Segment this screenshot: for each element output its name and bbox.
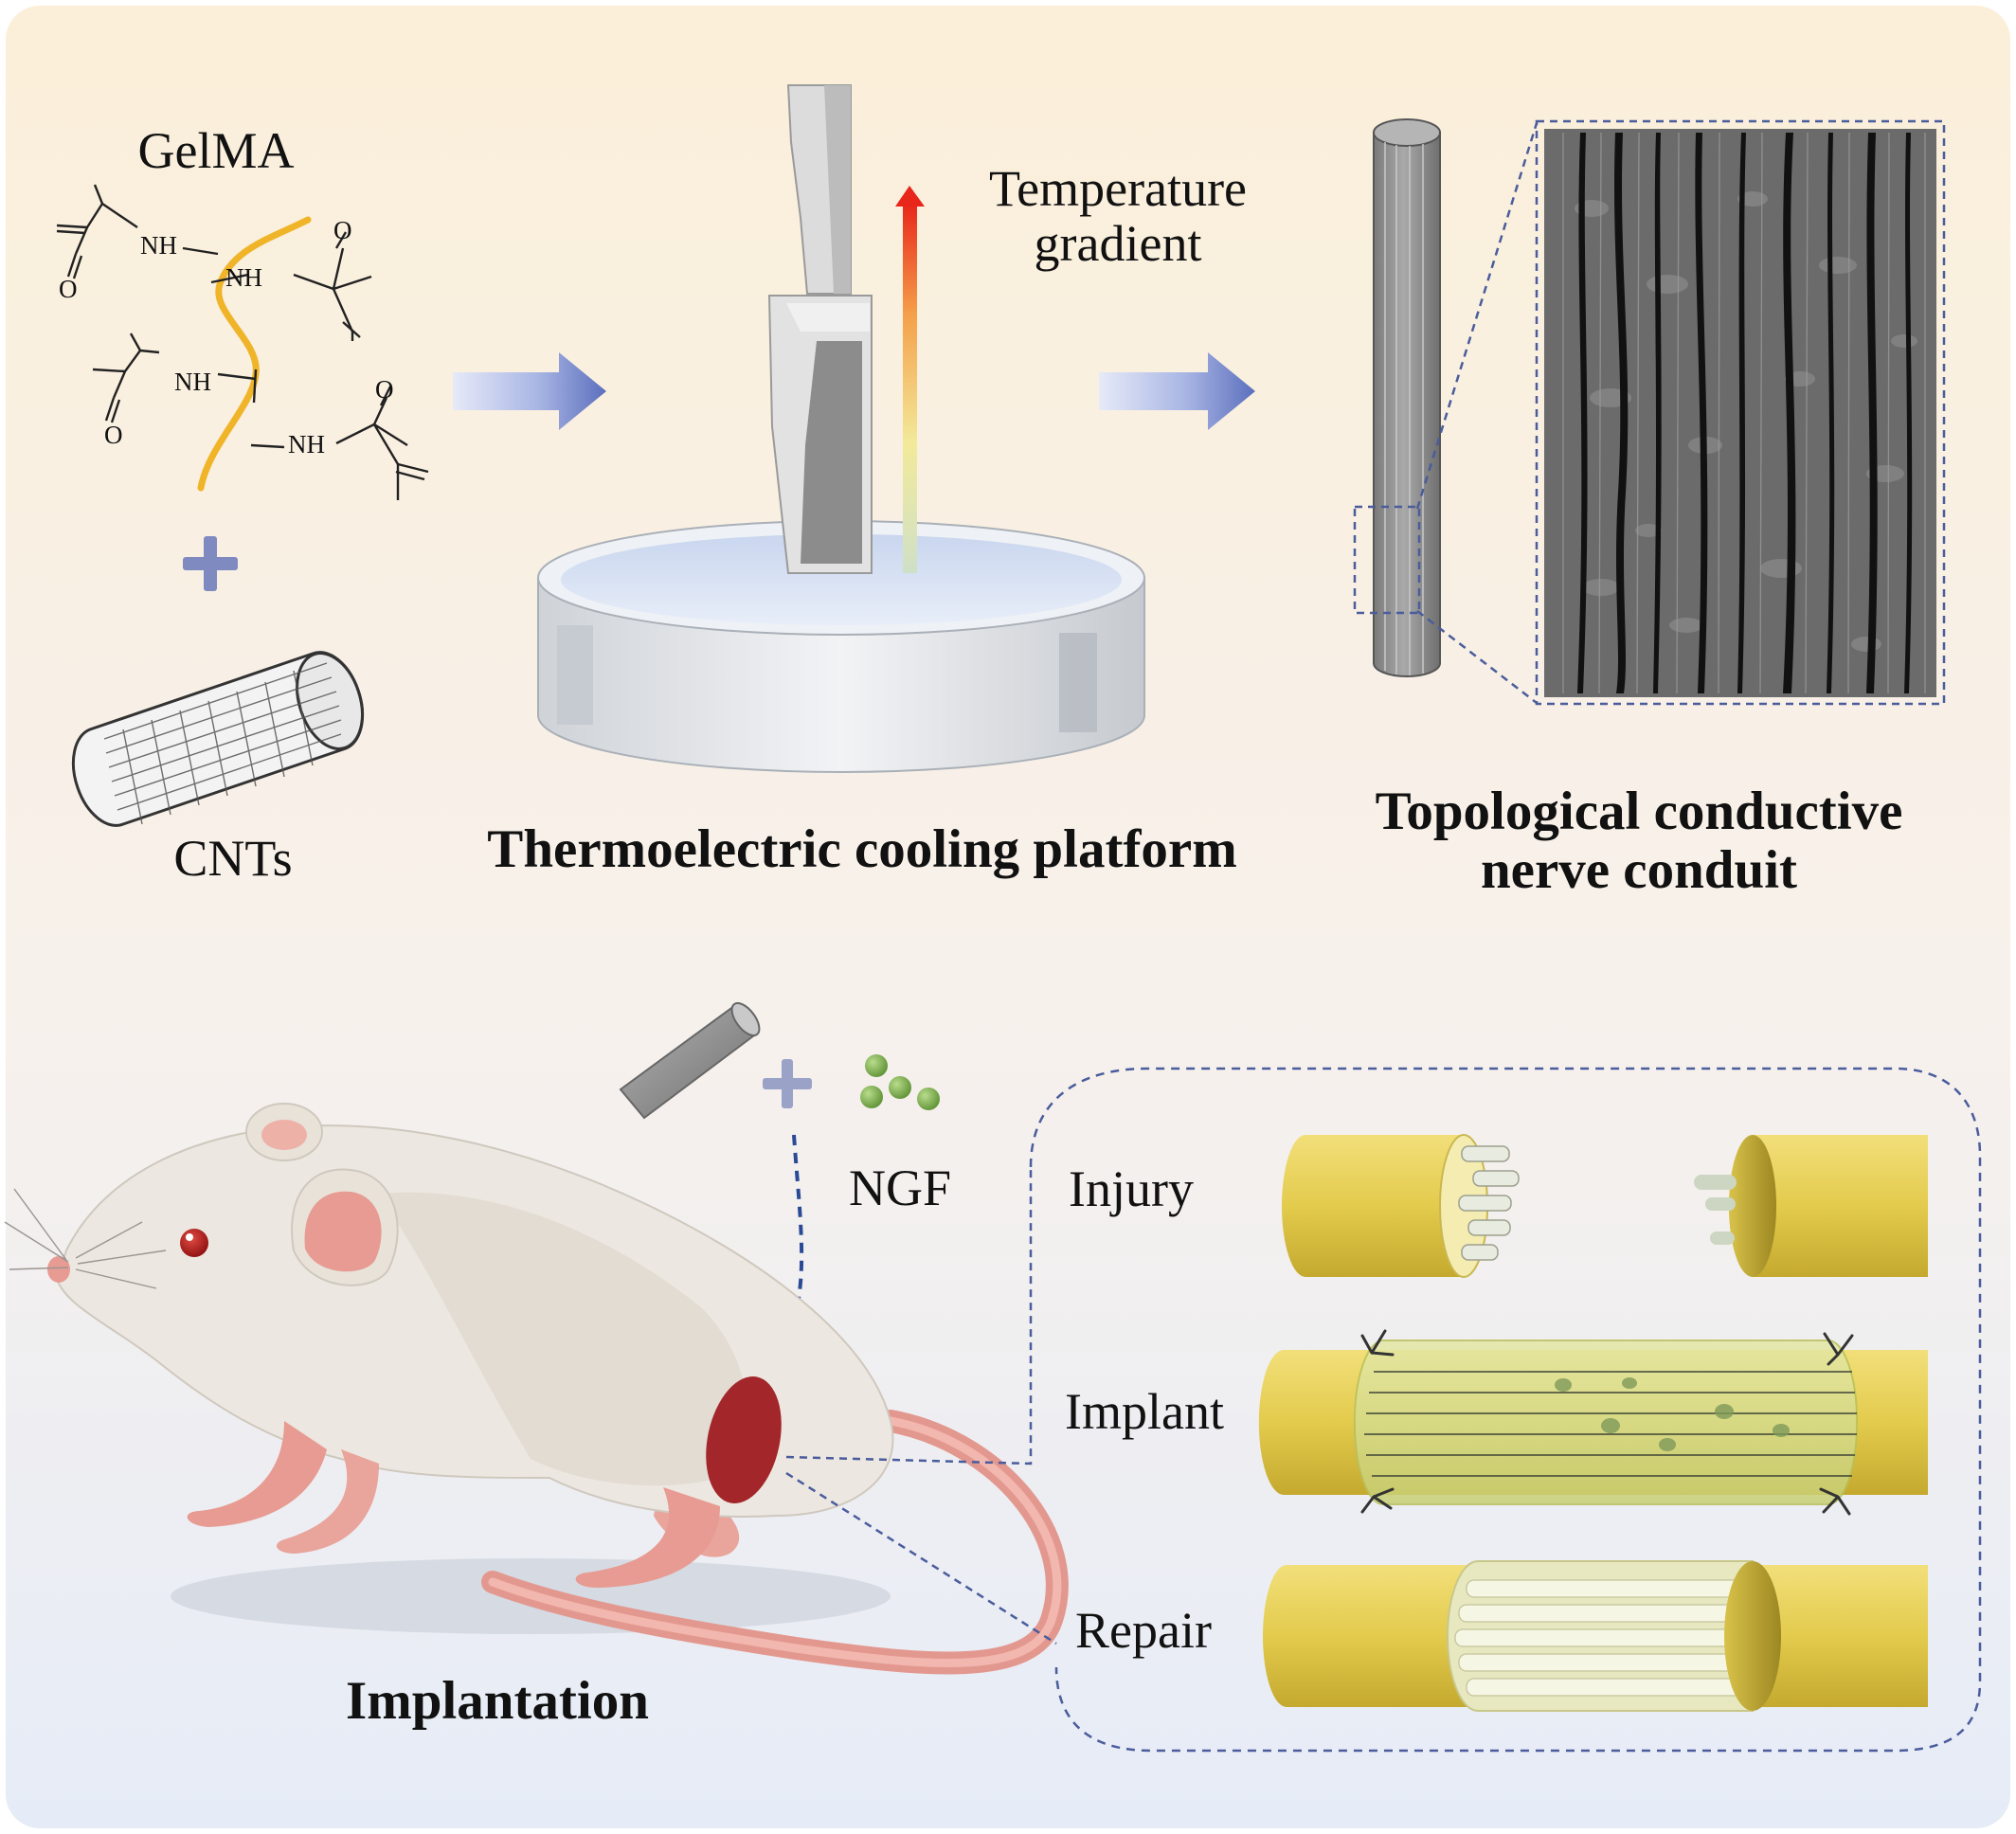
arrow-right-icon-2	[1099, 352, 1255, 430]
platform-title: Thermoelectric cooling platform	[487, 819, 1237, 879]
implantation-title: Implantation	[346, 1671, 649, 1731]
temperature-gradient-label: Temperature gradient	[957, 161, 1279, 272]
conduit-column	[1353, 118, 1539, 704]
conduit-title-line2: nerve conduit	[1480, 839, 1798, 900]
o-label-4: O	[375, 375, 394, 404]
nh-label-2: NH	[225, 263, 262, 292]
injection-arrow	[770, 1134, 804, 1368]
arrow-right-icon	[453, 352, 606, 430]
implant-label: Implant	[1065, 1383, 1224, 1440]
ngf-particles	[860, 1054, 940, 1110]
repair-label: Repair	[1075, 1602, 1212, 1659]
mouse-illustration	[4, 1103, 1069, 1675]
o-label-1: O	[59, 275, 78, 303]
chem-atom-labels: NH NH NH NH O O O O	[59, 216, 394, 458]
implant-rod	[619, 1001, 761, 1120]
ngf-label: NGF	[849, 1160, 952, 1216]
cnts-label: CNTs	[173, 830, 293, 887]
polymer-chain	[197, 216, 312, 492]
wound-site	[706, 1376, 782, 1503]
implant-nerve	[1258, 1329, 1928, 1516]
gelma-structure	[56, 184, 429, 500]
plus-icon	[183, 536, 238, 591]
cooling-platform	[537, 84, 1145, 773]
nh-label-3: NH	[174, 368, 211, 396]
o-label-2: O	[333, 216, 352, 244]
nerve-panel-border	[1029, 1067, 1982, 1753]
conduit-title: Topological conductive nerve conduit	[1298, 782, 1980, 899]
o-label-3: O	[104, 421, 123, 449]
repair-nerve	[1263, 1560, 1928, 1712]
temperature-gradient-line1: Temperature	[988, 160, 1248, 217]
injury-nerve	[1282, 1134, 1928, 1278]
gelma-label: GelMA	[137, 122, 295, 179]
nh-label-1: NH	[140, 231, 177, 260]
cnt-illustration	[71, 651, 365, 827]
nh-label-4: NH	[288, 430, 325, 458]
injury-label: Injury	[1069, 1160, 1194, 1217]
zoom-line-bottom	[785, 1471, 1057, 1645]
conduit-title-line1: Topological conductive	[1375, 782, 1903, 841]
zoom-line-top	[785, 1167, 1033, 1465]
temperature-gradient-line2: gradient	[1034, 215, 1202, 273]
plus-icon-2	[763, 1059, 812, 1108]
micrograph-inset	[1535, 119, 1946, 706]
